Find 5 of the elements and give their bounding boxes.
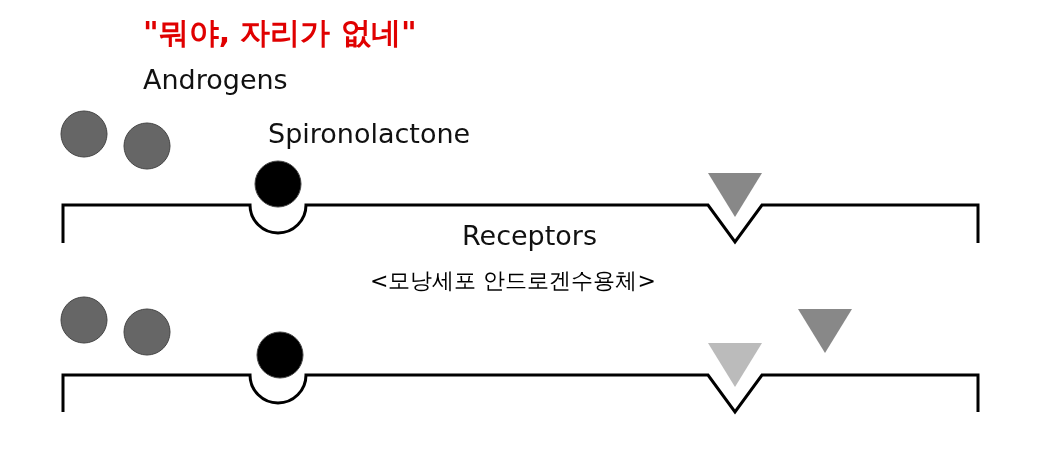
molecule-label: Spironolactone bbox=[268, 120, 471, 147]
receptor-label: Receptors bbox=[462, 222, 598, 249]
molecule-label: Androgens bbox=[143, 66, 288, 93]
caption-text: <모낭세포 안드로겐수용체> bbox=[370, 270, 656, 292]
speech-text: "뭐야, 자리가 없네" bbox=[143, 18, 417, 48]
